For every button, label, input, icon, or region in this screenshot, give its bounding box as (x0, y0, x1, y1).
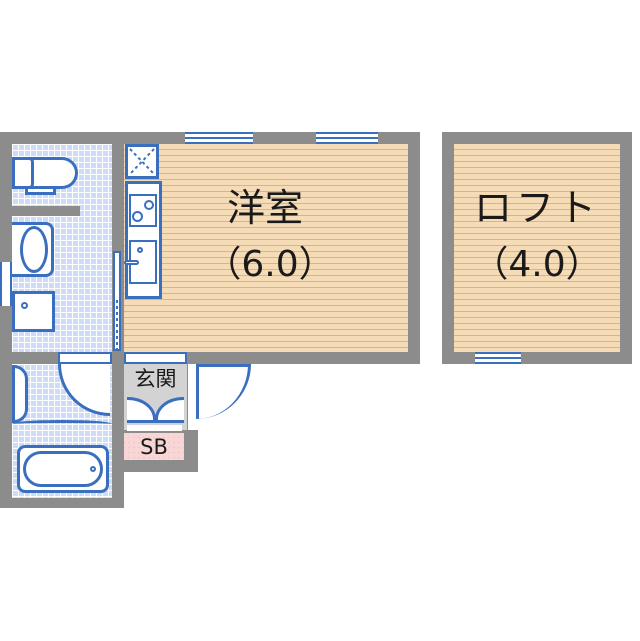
entrance-label: 玄関 (134, 367, 177, 391)
western-room-floor (124, 144, 408, 352)
sliding-door-track (116, 300, 118, 350)
burner-2 (132, 211, 143, 222)
western-room-size: （6.0） (205, 244, 335, 285)
washing-machine-icon (12, 291, 55, 332)
toilet-base (25, 186, 56, 195)
entrance-door-frame (124, 352, 187, 364)
shoe-box-label: SB (140, 435, 168, 459)
western-room-window-1 (185, 132, 253, 144)
bathtub-drain (90, 466, 96, 472)
loft-size: （4.0） (472, 244, 602, 285)
front-door-frame (188, 364, 198, 430)
stove-icon (129, 194, 157, 227)
front-door-swing[interactable] (196, 364, 251, 419)
entrance-step (127, 425, 182, 431)
washroom-window (0, 262, 12, 306)
cross-mark-icon (129, 148, 155, 175)
washing-machine-dot (21, 302, 28, 309)
burner-1 (144, 200, 154, 210)
washroom-door[interactable] (58, 352, 112, 364)
toilet-tank (12, 157, 34, 189)
bath-wall-fixture (12, 365, 28, 423)
toilet-partition-wall (12, 206, 80, 216)
western-room-window-2 (316, 132, 378, 144)
loft-window (475, 352, 521, 364)
bathtub-rim (12, 420, 112, 428)
western-room-name: 洋室 (226, 186, 303, 230)
bathtub-basin (23, 451, 103, 487)
wash-basin-bowl (20, 226, 48, 273)
faucet (124, 260, 139, 265)
loft-name: ロフト (473, 186, 600, 230)
shoe-box (124, 433, 184, 460)
sink-drain (137, 247, 143, 253)
loft-floor (454, 144, 620, 352)
